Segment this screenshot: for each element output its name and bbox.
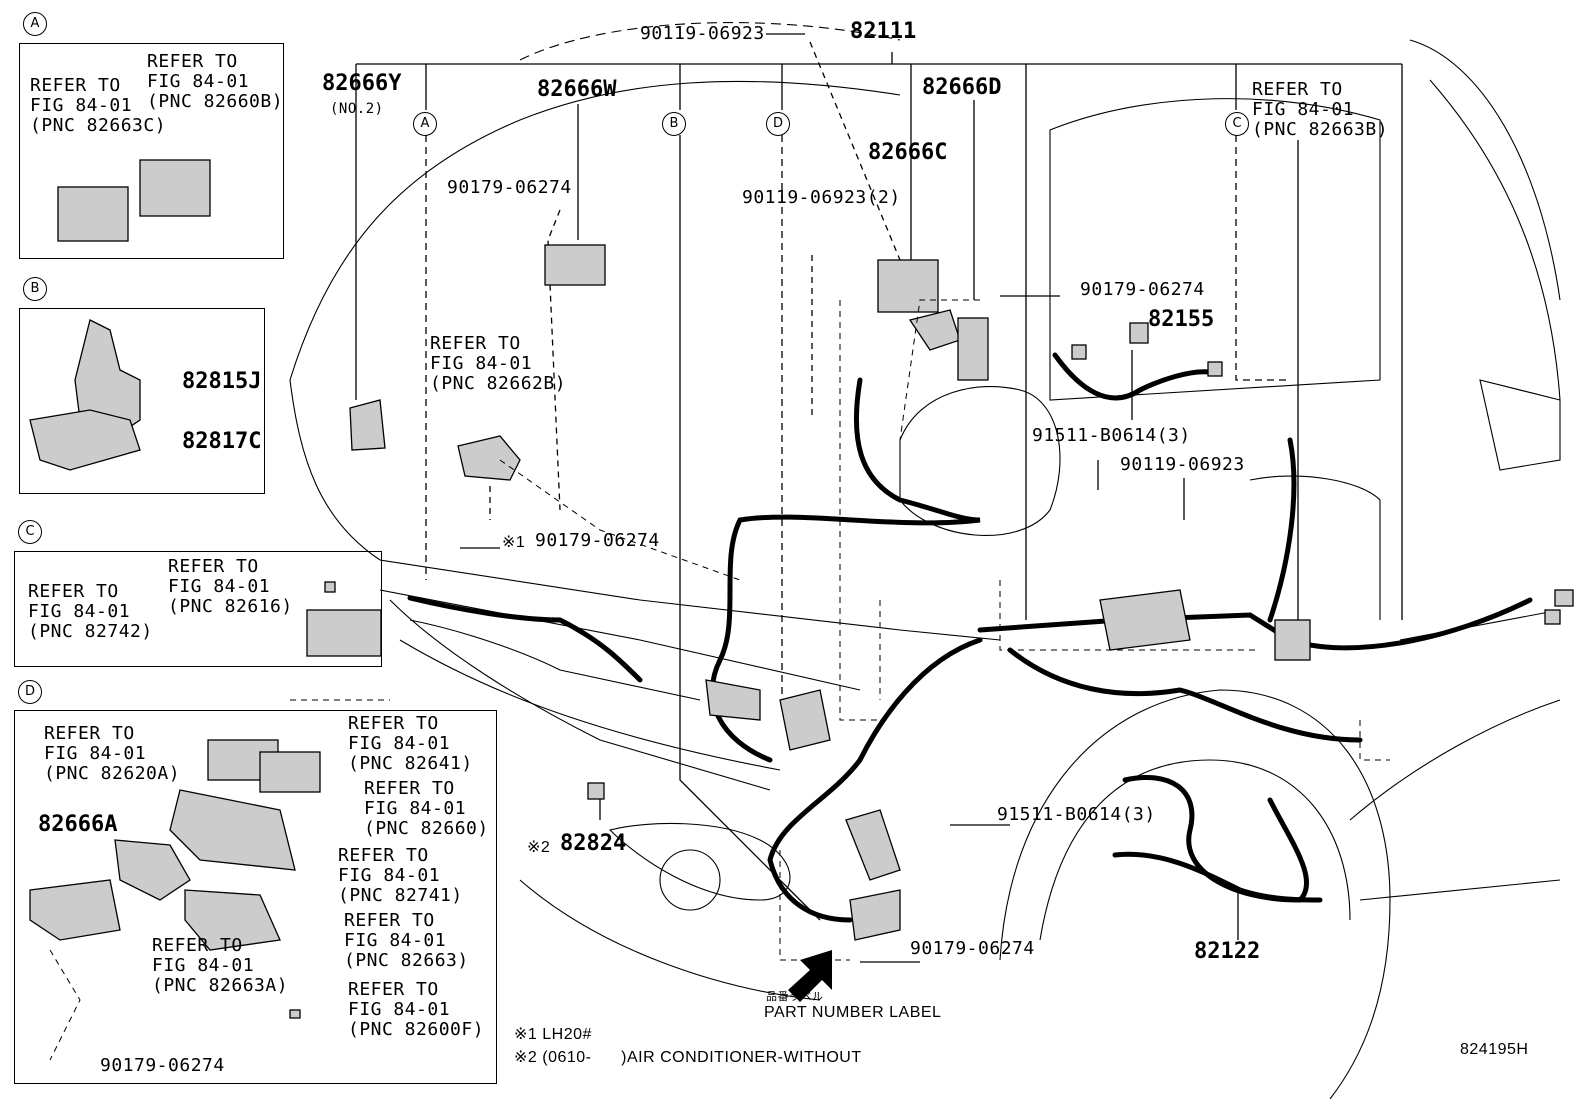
inset-d-clip-90179: 90179-06274 bbox=[100, 1055, 225, 1076]
footnote-1: ※1 LH20# bbox=[514, 1026, 592, 1043]
label-arrow bbox=[788, 950, 832, 1002]
callout-d: D bbox=[766, 112, 790, 136]
inset-c-refer-82742: REFER TO FIG 84-01 (PNC 82742) bbox=[28, 581, 153, 642]
clip-90179-c: 90179-06274 bbox=[535, 530, 660, 551]
clip-90179-b: 90179-06274 bbox=[1080, 279, 1205, 300]
part-82111: 82111 bbox=[850, 19, 917, 44]
part-82666w: 82666W bbox=[537, 77, 617, 102]
inset-d-refer-82660: REFER TO FIG 84-01 (PNC 82660) bbox=[364, 778, 489, 839]
refer-82663b: REFER TO FIG 84-01 (PNC 82663B) bbox=[1252, 79, 1389, 140]
inset-c-refer-82616: REFER TO FIG 84-01 (PNC 82616) bbox=[168, 556, 293, 617]
inset-d-refer-82663a: REFER TO FIG 84-01 (PNC 82663A) bbox=[152, 935, 289, 996]
inset-d-box bbox=[14, 710, 497, 1084]
inset-a-refer-82663c: REFER TO FIG 84-01 (PNC 82663C) bbox=[30, 75, 167, 136]
callout-a: A bbox=[413, 112, 437, 136]
inset-c-ref: C bbox=[18, 520, 42, 544]
inset-d-ref: D bbox=[18, 680, 42, 704]
part-82122: 82122 bbox=[1194, 939, 1261, 964]
inset-a-box bbox=[19, 43, 284, 259]
clip-90179-a: 90179-06274 bbox=[447, 177, 572, 198]
part-82824: 82824 bbox=[560, 831, 627, 856]
inset-a-refer-82660b: REFER TO FIG 84-01 (PNC 82660B) bbox=[147, 51, 284, 112]
bolt-90119-b: 90119-06923 bbox=[1120, 454, 1245, 475]
part-82815j: 82815J bbox=[182, 369, 262, 394]
callout-b: B bbox=[662, 112, 686, 136]
inset-a-ref: A bbox=[23, 12, 47, 36]
note-mark-2: ※2 bbox=[527, 839, 551, 856]
part-82666a: 82666A bbox=[38, 812, 118, 837]
part-82666c: 82666C bbox=[868, 140, 948, 165]
label-jp: 品番ラベル bbox=[766, 991, 824, 1003]
footnote-2: ※2 (0610- )AIR CONDITIONER-WITHOUT bbox=[514, 1049, 862, 1066]
inset-d-refer-82663: REFER TO FIG 84-01 (PNC 82663) bbox=[344, 910, 469, 971]
part-82817c: 82817C bbox=[182, 429, 262, 454]
refer-82662b: REFER TO FIG 84-01 (PNC 82662B) bbox=[430, 333, 567, 394]
note-mark-1: ※1 bbox=[502, 534, 526, 551]
inset-d-refer-82600f: REFER TO FIG 84-01 (PNC 82600F) bbox=[348, 979, 485, 1040]
inset-b-box bbox=[19, 308, 265, 494]
part-82666d: 82666D bbox=[922, 75, 1002, 100]
inset-d-refer-82641: REFER TO FIG 84-01 (PNC 82641) bbox=[348, 713, 473, 774]
inset-d-refer-82620a: REFER TO FIG 84-01 (PNC 82620A) bbox=[44, 723, 181, 784]
bolt-91511-a: 91511-B0614(3) bbox=[1032, 425, 1191, 446]
callout-c: C bbox=[1225, 112, 1249, 136]
inset-b-ref: B bbox=[23, 277, 47, 301]
part-82666y-sub: (NO.2) bbox=[330, 101, 384, 117]
bolt-90119-2: 90119-06923(2) bbox=[742, 187, 901, 208]
bolt-90119-top: 90119-06923 bbox=[640, 23, 765, 44]
label-part-number: PART NUMBER LABEL bbox=[764, 1004, 942, 1021]
figure-number: 824195H bbox=[1460, 1041, 1529, 1058]
part-82666y: 82666Y bbox=[322, 71, 402, 96]
inset-c-box bbox=[14, 551, 382, 667]
clip-90179-d: 90179-06274 bbox=[910, 938, 1035, 959]
bolt-91511-b: 91511-B0614(3) bbox=[997, 804, 1156, 825]
inset-d-refer-82741: REFER TO FIG 84-01 (PNC 82741) bbox=[338, 845, 463, 906]
part-82155: 82155 bbox=[1148, 307, 1215, 332]
